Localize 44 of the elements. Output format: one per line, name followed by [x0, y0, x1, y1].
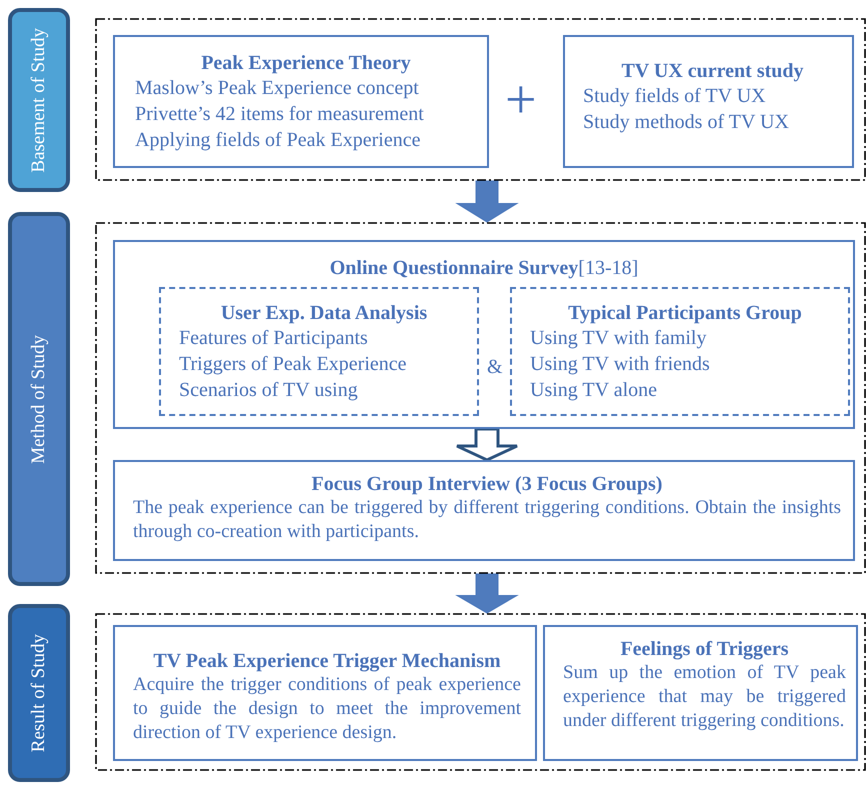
- text-box: [113, 35, 489, 168]
- heading: Focus Group Interview (3 Focus Groups): [310, 472, 664, 496]
- dashed-box: [159, 287, 479, 416]
- dash-dot-region: [95, 222, 866, 574]
- ampersand: &: [487, 357, 503, 377]
- section-title: Method of Study: [28, 334, 50, 464]
- description: Sum up the emotion of TV peak experience that may be triggered under different triggering conditions.: [563, 661, 846, 733]
- list-item: Scenarios of TV using: [179, 378, 359, 403]
- list-item: Using TV with family: [530, 326, 708, 351]
- dash-dot-region: [95, 613, 866, 771]
- heading: Peak Experience Theory: [200, 51, 412, 75]
- dashed-box: [510, 287, 850, 416]
- dash-dot-region: [95, 18, 866, 181]
- description: The peak experience can be triggered by different triggering conditions. Obtain the insights through co-creation with participants.: [133, 496, 841, 544]
- list-item: Study methods of TV UX: [583, 110, 790, 135]
- list-item: Using TV alone: [530, 378, 658, 403]
- heading: User Exp. Data Analysis: [220, 301, 428, 325]
- text-box: [113, 460, 855, 561]
- hollow-block-arrow: [456, 428, 518, 462]
- section-tab: [8, 604, 70, 782]
- description: Acquire the trigger conditions of peak experience to guide the design to meet the improvement direction of TV experience design.: [133, 673, 521, 745]
- list-item: Features of Participants: [179, 326, 369, 351]
- list-item: Privette’s 42 items for measurement: [135, 102, 425, 127]
- plus-sign: +: [505, 72, 537, 128]
- list-item: Triggers of Peak Experience: [179, 352, 408, 377]
- heading: TV UX current study: [620, 59, 805, 83]
- list-item: Using TV with friends: [530, 352, 711, 377]
- heading: TV Peak Experience Trigger Mechanism: [152, 649, 502, 673]
- text-box: [113, 625, 537, 761]
- text-box: [543, 625, 858, 761]
- list-item: Maslow’s Peak Experience concept: [135, 76, 420, 101]
- text-box: [113, 240, 855, 429]
- section-title: Basement of Study: [28, 28, 50, 172]
- section-tab: [8, 212, 70, 586]
- list-item: Study fields of TV UX: [583, 84, 767, 109]
- section-title: Result of Study: [28, 634, 50, 752]
- heading: Feelings of Triggers: [619, 637, 790, 661]
- block-arrow: [455, 574, 519, 614]
- heading: Online Questionnaire Survey[13-18]: [328, 256, 640, 280]
- block-arrow: [455, 180, 519, 223]
- list-item: Applying fields of Peak Experience: [135, 128, 422, 153]
- text-box: [563, 35, 854, 168]
- section-tab: [8, 8, 70, 192]
- heading: Typical Participants Group: [567, 301, 803, 325]
